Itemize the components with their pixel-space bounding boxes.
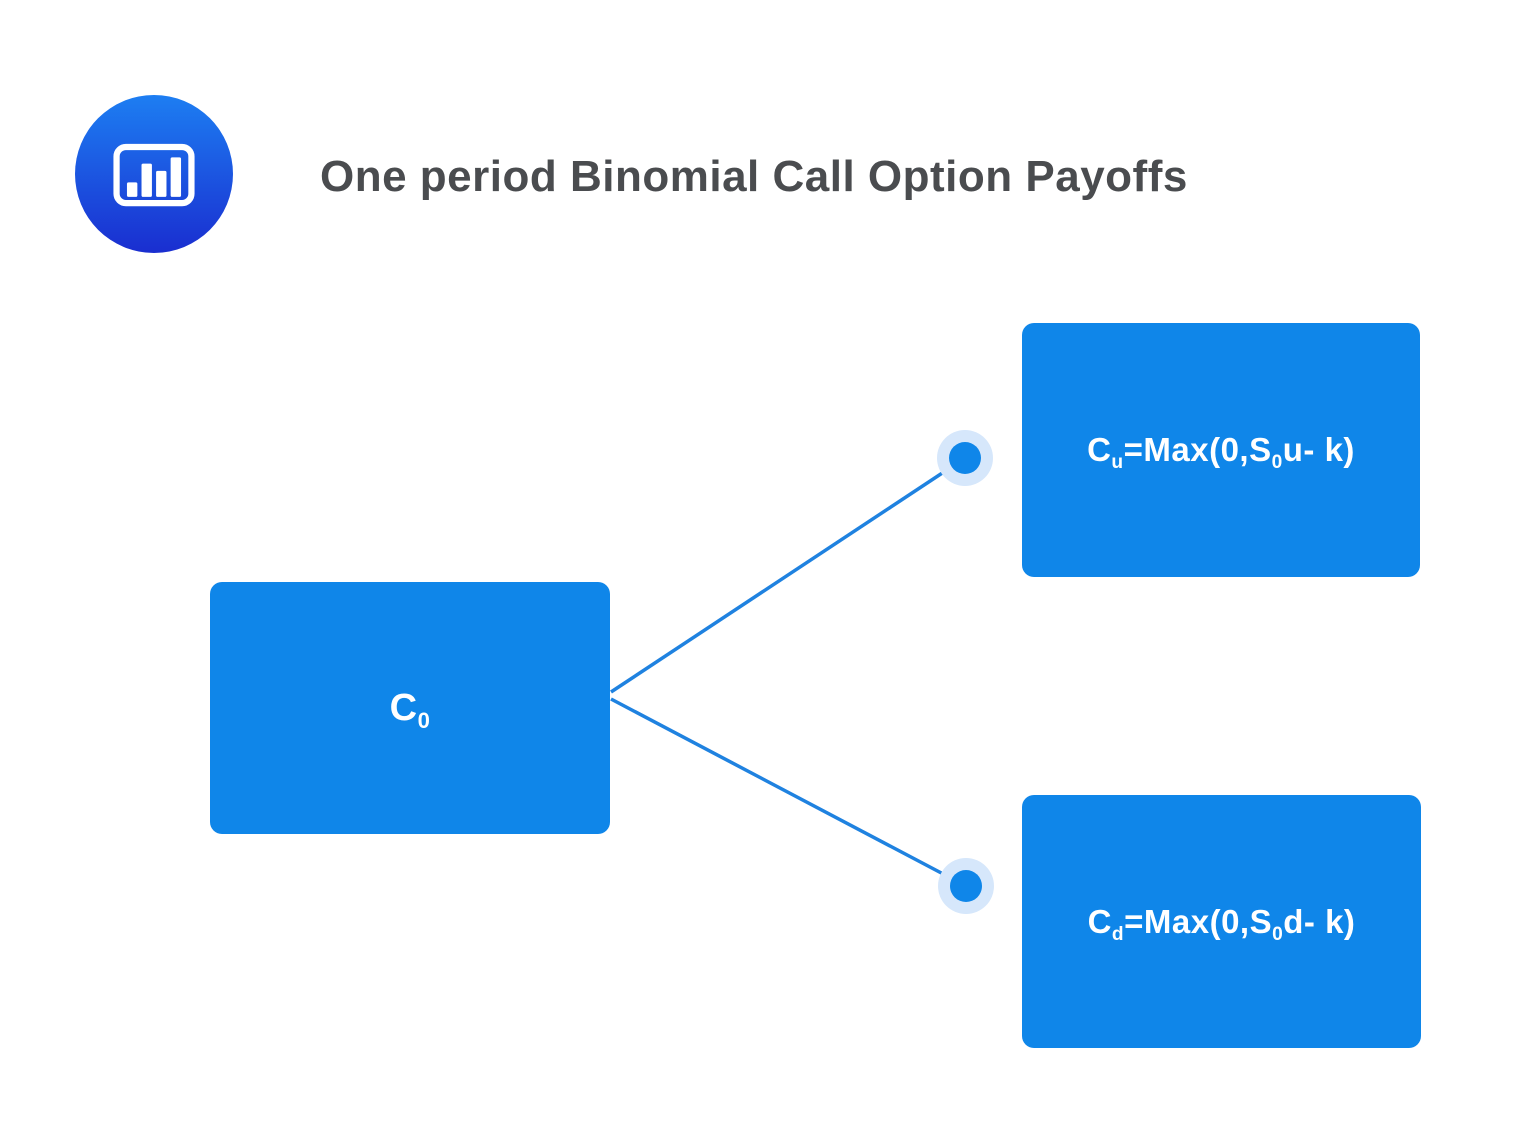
node-box-cu: Cu=Max(0,S0u- k)	[1022, 323, 1420, 577]
formula-subscript: u	[1111, 452, 1124, 474]
node-label-cd: Cd=Max(0,S0d- k)	[1087, 902, 1356, 944]
formula-subscript: 0	[1272, 923, 1284, 945]
formula-mid: =Max(0,S	[1124, 902, 1273, 940]
formula-subscript: 0	[1271, 452, 1283, 474]
branch-node-down	[938, 858, 994, 914]
formula-base: C	[1087, 902, 1112, 940]
formula-mid: =Max(0,S	[1123, 431, 1272, 468]
node-label-c0: C0	[389, 686, 431, 733]
branch-node-up-dot	[949, 442, 981, 474]
bar-chart-icon	[113, 143, 195, 207]
formula-subscript: 0	[417, 707, 431, 733]
node-box-c0: C0	[210, 582, 610, 834]
node-label-cu: Cu=Max(0,S0u- k)	[1087, 431, 1355, 472]
branch-node-up	[937, 430, 993, 486]
formula-tail: u- k)	[1282, 431, 1355, 468]
page-title: One period Binomial Call Option Payoffs	[320, 152, 1188, 201]
connector-line-down	[610, 697, 967, 888]
branch-node-down-dot	[950, 870, 982, 902]
formula-subscript: d	[1111, 923, 1125, 945]
logo-badge	[75, 95, 233, 253]
node-box-cd: Cd=Max(0,S0d- k)	[1022, 795, 1421, 1048]
connector-line-up	[610, 456, 966, 694]
formula-base: C	[389, 686, 418, 729]
formula-tail: d- k)	[1283, 902, 1356, 940]
formula-base: C	[1087, 431, 1112, 468]
